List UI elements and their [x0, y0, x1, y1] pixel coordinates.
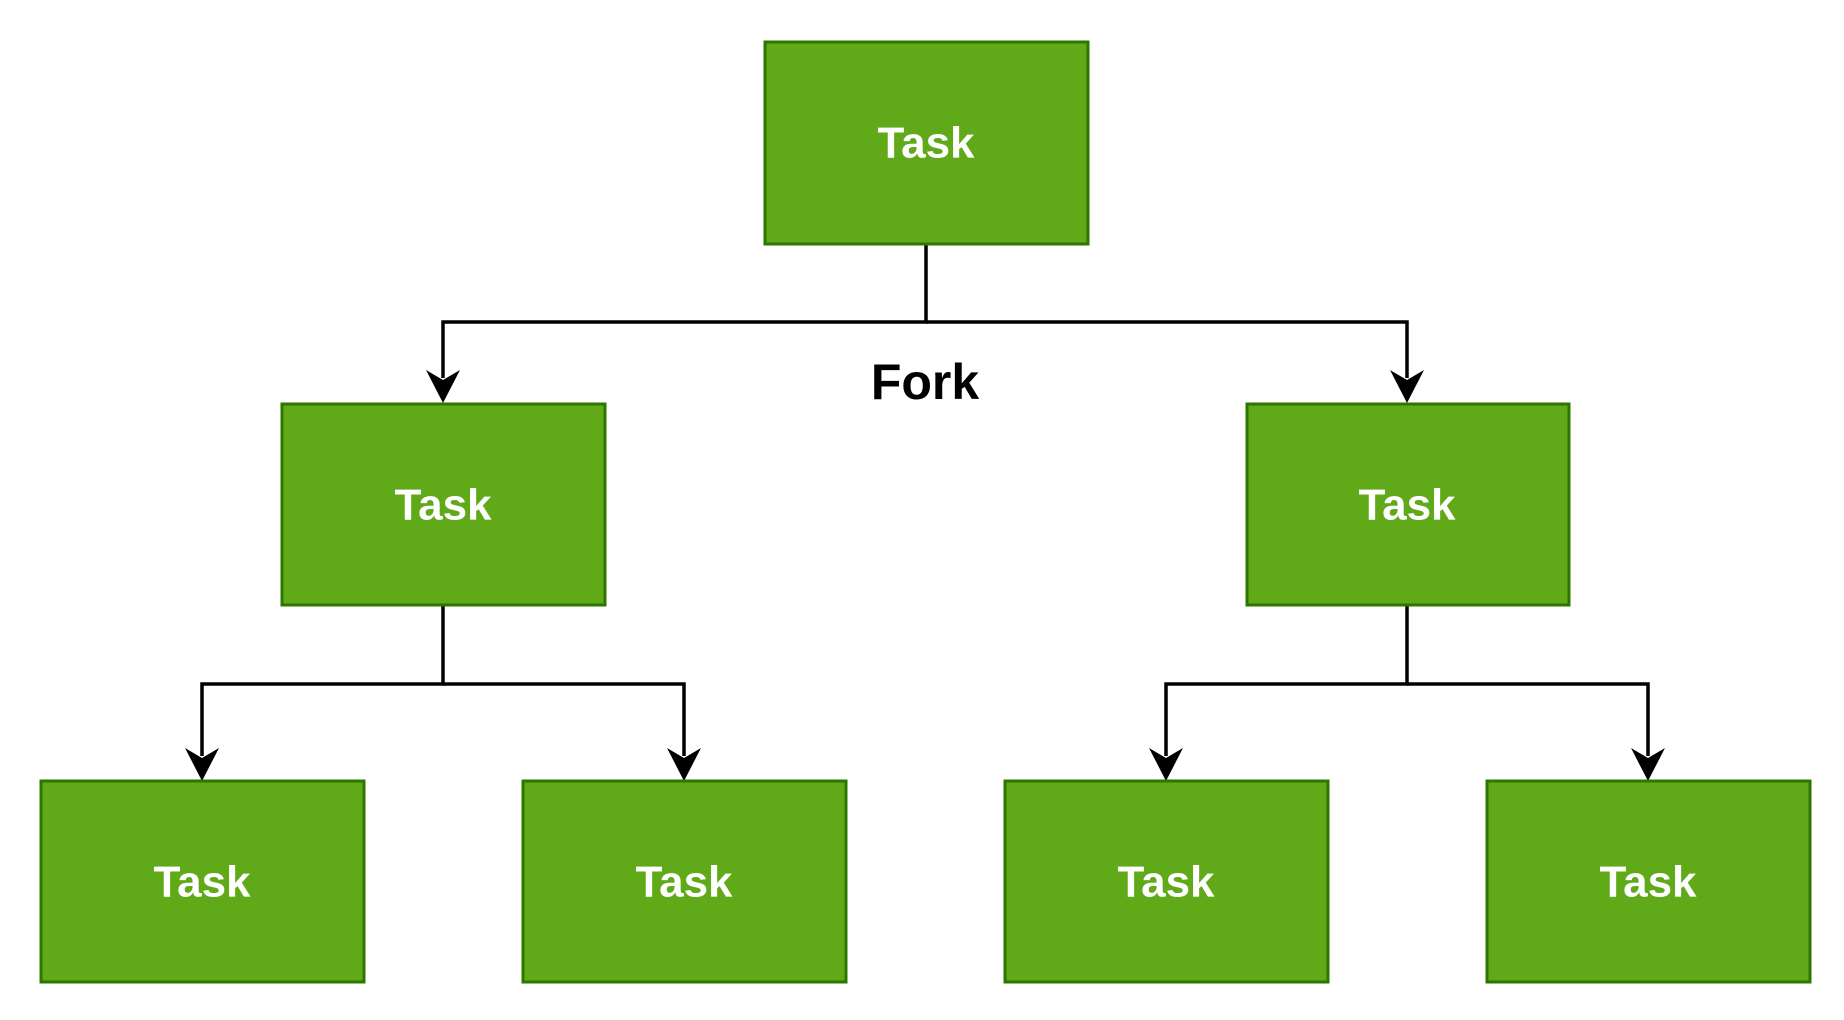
- task-box: [763, 40, 1090, 246]
- node-root: Task: [763, 40, 1090, 246]
- arrowhead-icon: [667, 748, 701, 781]
- connector-root-children: [426, 244, 1424, 403]
- arrowhead-icon: [1149, 748, 1183, 781]
- task-label: Task: [877, 119, 975, 168]
- task-label: Task: [153, 858, 251, 907]
- task-box: [39, 779, 366, 984]
- arrowhead-icon: [1390, 370, 1424, 403]
- fork-label: Fork: [871, 354, 980, 410]
- task-box: [1245, 402, 1571, 607]
- task-box: [1485, 779, 1812, 984]
- task-label: Task: [635, 858, 733, 907]
- node-right: Task: [1245, 402, 1571, 607]
- arrowhead-icon: [185, 748, 219, 781]
- task-box: [1003, 779, 1330, 984]
- node-right-left: Task: [1003, 779, 1330, 984]
- task-label: Task: [1117, 858, 1215, 907]
- node-left-right: Task: [521, 779, 848, 984]
- task-label: Task: [1358, 481, 1456, 530]
- task-box: [521, 779, 848, 984]
- connector-right-children: [1149, 605, 1665, 781]
- arrowhead-icon: [1631, 748, 1665, 781]
- task-label: Task: [394, 481, 492, 530]
- node-left: Task: [280, 402, 607, 607]
- node-right-right: Task: [1485, 779, 1812, 984]
- arrowhead-icon: [426, 370, 460, 403]
- node-left-left: Task: [39, 779, 366, 984]
- task-box: [280, 402, 607, 607]
- task-label: Task: [1599, 858, 1697, 907]
- connector-left-children: [185, 605, 701, 781]
